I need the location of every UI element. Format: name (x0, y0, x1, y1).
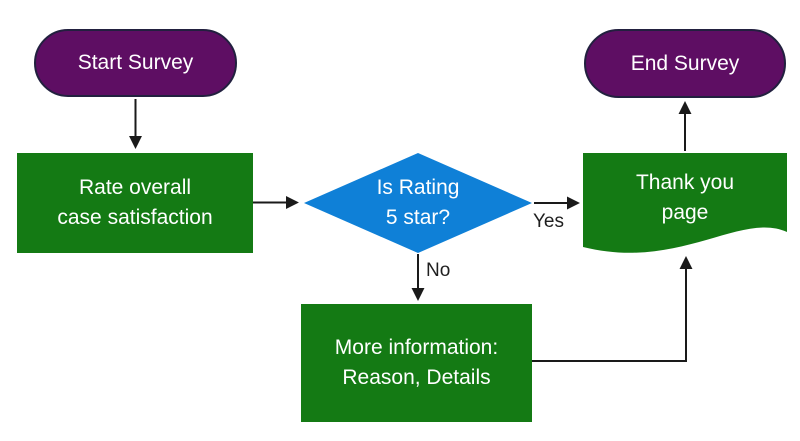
thank-you-document-path (583, 153, 787, 253)
node-thank-you-page-shape (583, 153, 787, 253)
edge-label-no: No (426, 260, 451, 281)
node-rate-label: Rate overall case satisfaction (57, 173, 212, 233)
node-rate-label-line1: Rate overall (78, 176, 192, 200)
edge-more-info-to-thank-you (532, 256, 693, 362)
node-rate-label-line2: case satisfaction (57, 206, 213, 229)
decision-diamond-polygon (304, 153, 532, 253)
node-end-survey-label: End Survey (630, 51, 740, 75)
node-more-information-label-line2: Reason, Details (342, 366, 491, 389)
node-start-survey: Start Survey (34, 29, 237, 97)
node-more-information-label-line1: More information: (334, 336, 499, 360)
node-decision-diamond-shape (304, 153, 532, 253)
node-start-survey-label: Start Survey (77, 51, 194, 75)
node-end-survey: End Survey (584, 29, 786, 98)
node-more-information-label: More information: Reason, Details (335, 333, 498, 393)
node-more-information: More information: Reason, Details (301, 304, 532, 422)
node-rate-overall-case-satisfaction: Rate overall case satisfaction (17, 153, 253, 253)
edge-label-yes: Yes (533, 211, 564, 232)
